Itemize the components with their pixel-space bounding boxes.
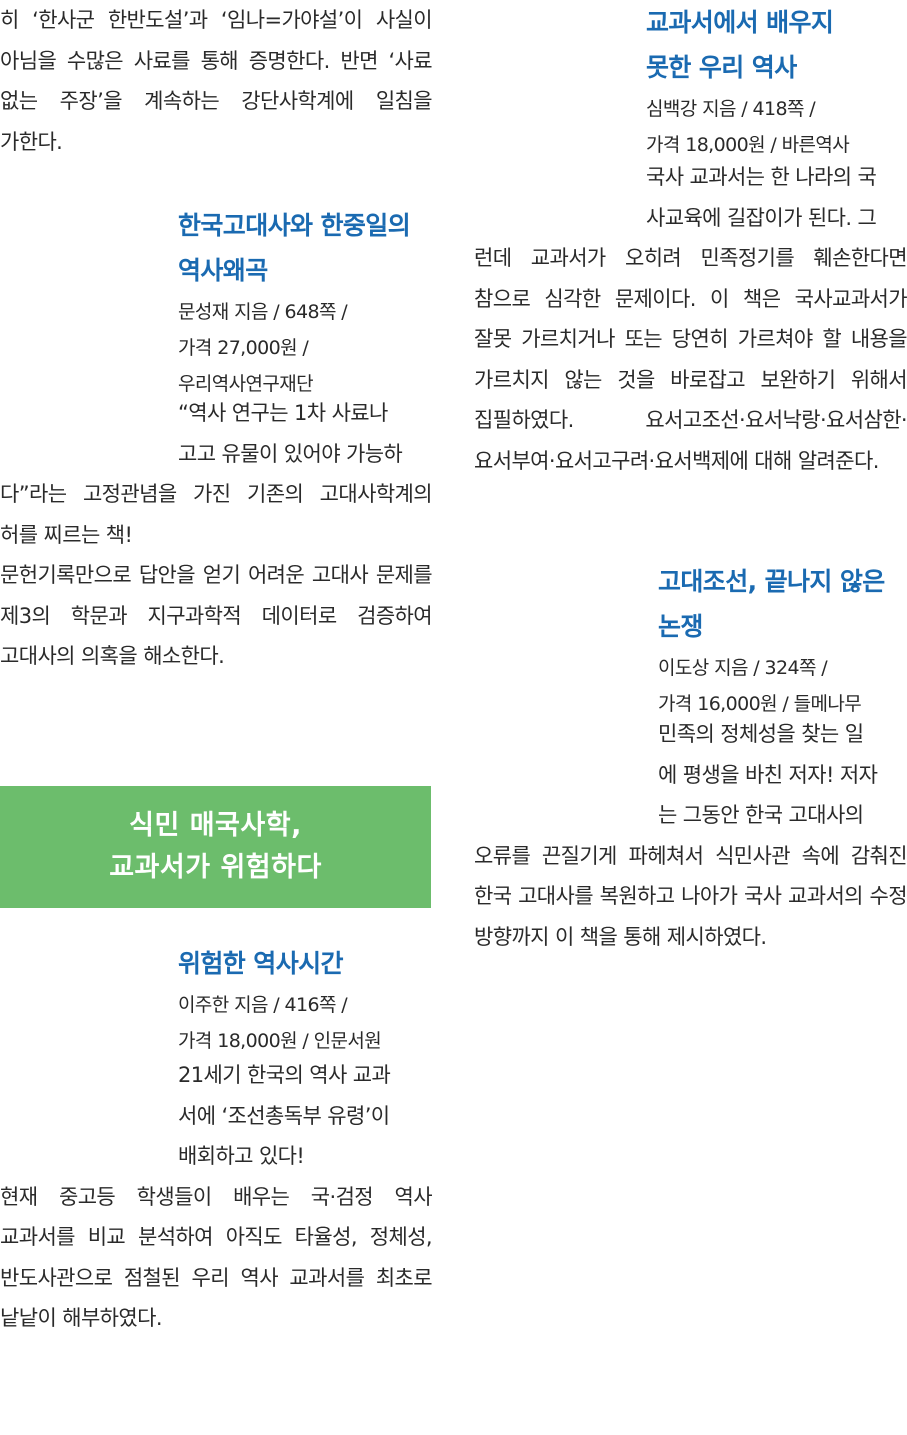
book-meta-price: 가격 16,000원 / 들메나무 <box>658 693 862 715</box>
desc-indented-2: 고고 유물이 있어야 가능하 <box>178 441 403 466</box>
desc-indented-3: 는 그동안 한국 고대사의 <box>658 803 864 827</box>
book-meta-author: 이주한 지음 / 416쪽 / <box>178 994 348 1016</box>
book-godae-joseon: 고대조선, 끝나지 않은 논쟁 이도상 지음 / 324쪽 / 가격 16,00… <box>658 559 907 722</box>
desc-full-2: 문헌기록만으로 답안을 얻기 어려운 고대사 문제를 제3의 학문과 지구과학적… <box>0 563 433 668</box>
book-meta-author: 문성재 지음 / 648쪽 / <box>178 301 348 323</box>
book-meta-price: 가격 27,000원 / <box>178 337 309 359</box>
book-title-line1: 교과서에서 배우지 <box>646 8 834 37</box>
book-title: 위험한 역사시간 <box>178 949 344 978</box>
book-meta-publisher: 우리역사연구재단 <box>178 373 314 395</box>
book-title-line2: 못한 우리 역사 <box>646 53 797 82</box>
desc-indented-1: 21세기 한국의 역사 교과 <box>178 1063 391 1087</box>
desc-indented-1: 민족의 정체성을 찾는 일 <box>658 722 864 746</box>
desc-indented-1: “역사 연구는 1차 사료나 <box>178 401 388 425</box>
desc-indented-3: 배회하고 있다! <box>178 1144 305 1168</box>
desc-full: 현재 중고등 학생들이 배우는 국·검정 역사 교과서를 비교 분석하여 아직도… <box>0 1184 433 1331</box>
desc-indented-1: 국사 교과서는 한 나라의 국 <box>646 165 877 189</box>
book-title-line1: 고대조선, 끝나지 않은 <box>658 567 885 596</box>
book-gyogwaseo: 교과서에서 배우지 못한 우리 역사 심백강 지음 / 418쪽 / 가격 18… <box>646 0 907 163</box>
book-wiheomhan-yeoksa: 위험한 역사시간 이주한 지음 / 416쪽 / 가격 18,000원 / 인문… <box>178 941 432 1059</box>
desc-indented-2: 서에 ‘조선총독부 유령’이 <box>178 1103 390 1128</box>
book-meta-author: 이도상 지음 / 324쪽 / <box>658 657 828 679</box>
book-title-line1: 한국고대사와 한중일의 <box>178 211 411 240</box>
desc-full: 런데 교과서가 오히려 민족정기를 훼손한다면 참으로 심각한 문제이다. 이 … <box>474 246 907 473</box>
book-description: “역사 연구는 1차 사료나 고고 유물이 있어야 가능하 다”라는 고정관념을… <box>0 393 433 677</box>
book-hanguk-godaesa: 한국고대사와 한중일의 역사왜곡 문성재 지음 / 648쪽 / 가격 27,0… <box>178 203 432 402</box>
book-title-line2: 역사왜곡 <box>178 256 268 285</box>
book-title-line2: 논쟁 <box>658 612 703 641</box>
desc-indented-2: 에 평생을 바친 저자! 저자 <box>658 762 878 787</box>
desc-full: 오류를 끈질기게 파헤쳐서 식민사관 속에 감춰진 한국 고대사를 복원하고 나… <box>474 843 907 949</box>
section-banner: 식민 매국사학, 교과서가 위험하다 <box>0 786 431 908</box>
desc-indented-2: 사교육에 길잡이가 된다. 그 <box>646 205 877 230</box>
book-description: 국사 교과서는 한 나라의 국 사교육에 길잡이가 된다. 그 런데 교과서가 … <box>474 157 907 481</box>
book-meta-price: 가격 18,000원 / 인문서원 <box>178 1030 382 1052</box>
book-description: 21세기 한국의 역사 교과 서에 ‘조선총독부 유령’이 배회하고 있다! 현… <box>0 1055 433 1339</box>
intro-paragraph: 히 ‘한사군 한반도설’과 ‘임나=가야설’이 사실이 아님을 수많은 사료를 … <box>0 8 433 154</box>
book-description: 민족의 정체성을 찾는 일 에 평생을 바친 저자! 저자 는 그동안 한국 고… <box>474 714 907 957</box>
book-meta-price: 가격 18,000원 / 바른역사 <box>646 134 850 156</box>
banner-line1: 식민 매국사학, <box>129 810 302 841</box>
banner-line2: 교과서가 위험하다 <box>109 852 322 883</box>
book-meta-author: 심백강 지음 / 418쪽 / <box>646 98 816 120</box>
desc-full: 다”라는 고정관념을 가진 기존의 고대사학계의 허를 찌르는 책! <box>0 482 433 547</box>
